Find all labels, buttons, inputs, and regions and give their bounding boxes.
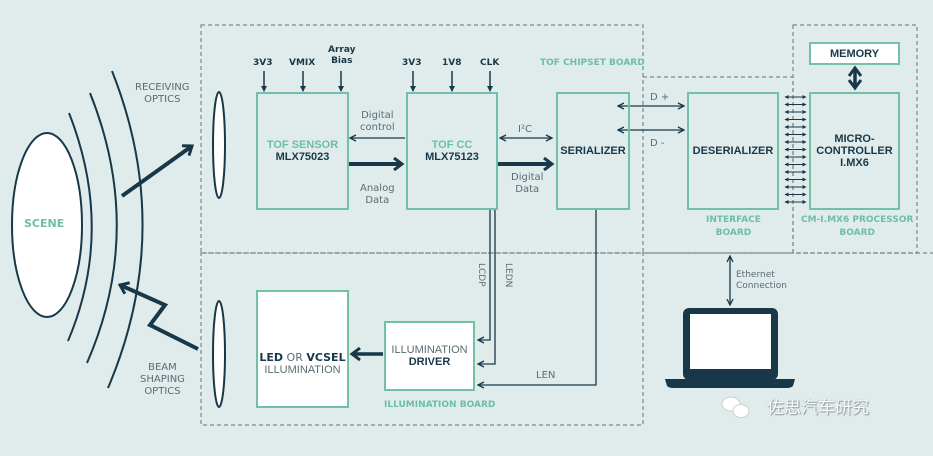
- scene-label: SCENE: [24, 217, 65, 230]
- pin-vmix: VMIX: [289, 58, 316, 68]
- i2c-label: I²C: [518, 124, 532, 135]
- pin-3v3-sensor: 3V3: [253, 58, 273, 68]
- interface-board-line1: INTERFACE: [706, 215, 761, 225]
- digital-control-line2: control: [360, 122, 395, 133]
- analog-data-line2: Data: [365, 195, 390, 206]
- ethernet-line1: Ethernet: [736, 270, 775, 280]
- tof-sensor-title: TOF SENSOR: [266, 139, 339, 151]
- illumination-board-label: ILLUMINATION BOARD: [384, 400, 496, 410]
- ledn-label: LEDN: [502, 263, 513, 288]
- serializer-block[interactable]: SERIALIZER: [556, 92, 630, 210]
- tof-cc-block[interactable]: TOF CC MLX75123: [406, 92, 498, 210]
- beam-shaping-lens: [212, 300, 226, 408]
- serializer-title: SERIALIZER: [560, 145, 626, 157]
- beam-shaping-optics-label: BEAM SHAPING OPTICS: [140, 362, 185, 398]
- digital-data-line2: Data: [515, 184, 540, 195]
- beam-shaping-line3: OPTICS: [144, 386, 181, 397]
- illumination-driver-line2: DRIVER: [408, 356, 451, 368]
- receive-arrow: [120, 146, 192, 198]
- digital-control-label: Digital control: [360, 110, 395, 134]
- memory-title: MEMORY: [829, 47, 880, 60]
- receiving-lens: [212, 91, 226, 199]
- led-vcsel-line2: ILLUMINATION: [264, 364, 341, 376]
- memory-block[interactable]: MEMORY: [809, 42, 900, 65]
- d-plus-label: D +: [650, 92, 670, 103]
- microcontroller-line2: CONTROLLER: [816, 145, 893, 157]
- microcontroller-line3: I.MX6: [840, 157, 869, 169]
- led-text: LED: [259, 351, 284, 364]
- receiving-optics-label: RECEIVING OPTICS: [135, 82, 190, 106]
- or-text: OR: [283, 351, 307, 364]
- pin-3v3-cc: 3V3: [402, 58, 422, 68]
- ethernet-label: Ethernet Connection: [736, 270, 787, 292]
- tof-chipset-board-outline: [200, 24, 644, 254]
- len-line: [478, 209, 597, 385]
- illumination-board-outline: [200, 252, 644, 426]
- microcontroller-block[interactable]: MICRO- CONTROLLER I.MX6: [809, 92, 900, 210]
- tof-sensor-part: MLX75023: [275, 151, 330, 163]
- wavefront-arcs: [67, 70, 144, 389]
- lcdp-label: LCDP: [475, 263, 486, 287]
- pin-array-bias: Array Bias: [328, 45, 356, 66]
- input-pins: [261, 71, 493, 92]
- d-minus-label: D -: [650, 138, 665, 149]
- ethernet-line2: Connection: [736, 280, 787, 291]
- vcsel-text: VCSEL: [306, 351, 346, 364]
- interface-board-label: INTERFACE BOARD: [706, 215, 761, 239]
- led-vcsel-block[interactable]: LED OR VCSEL ILLUMINATION: [256, 290, 349, 408]
- pin-1v8: 1V8: [442, 58, 462, 68]
- led-vcsel-line1: LED OR VCSEL: [259, 351, 345, 364]
- illumination-driver-block[interactable]: ILLUMINATION DRIVER: [384, 321, 475, 391]
- tof-sensor-block[interactable]: TOF SENSOR MLX75023: [256, 92, 349, 210]
- illumination-driver-line1: ILLUMINATION: [391, 344, 468, 356]
- scene-ellipse: [11, 132, 83, 318]
- digital-data-label: Digital Data: [511, 172, 543, 196]
- digital-control-line1: Digital: [361, 110, 394, 121]
- deserializer-title: DESERIALIZER: [692, 145, 774, 157]
- receiving-optics-line2: OPTICS: [144, 94, 181, 105]
- microcontroller-line1: MICRO-: [834, 133, 875, 145]
- emit-arrow: [120, 285, 199, 351]
- pin-clk: CLK: [480, 58, 500, 68]
- processor-board-label: CM-I.MX6 PROCESSOR BOARD: [801, 215, 913, 239]
- wechat-icon: [721, 396, 750, 418]
- ledn-line: [478, 209, 496, 364]
- beam-shaping-line2: SHAPING: [140, 374, 185, 385]
- tof-chipset-board-label: TOF CHIPSET BOARD: [540, 58, 645, 68]
- beam-shaping-line1: BEAM: [148, 362, 177, 373]
- tof-cc-part: MLX75123: [425, 151, 479, 163]
- watermark-text: 佐思汽车研究: [767, 398, 869, 418]
- parallel-bus: [784, 95, 807, 204]
- laptop-icon: [665, 308, 795, 388]
- lcdp-line: [478, 209, 491, 340]
- analog-data-line1: Analog: [360, 183, 395, 194]
- digital-data-line1: Digital: [511, 172, 544, 183]
- interface-board-line2: BOARD: [715, 227, 752, 238]
- tof-cc-title: TOF CC: [431, 139, 473, 151]
- len-label: LEN: [536, 370, 556, 381]
- processor-board-line2: BOARD: [839, 227, 876, 238]
- analog-data-label: Analog Data: [360, 183, 395, 207]
- processor-board-line1: CM-I.MX6 PROCESSOR: [801, 215, 914, 225]
- deserializer-block[interactable]: DESERIALIZER: [687, 92, 779, 210]
- receiving-optics-line1: RECEIVING: [135, 82, 190, 93]
